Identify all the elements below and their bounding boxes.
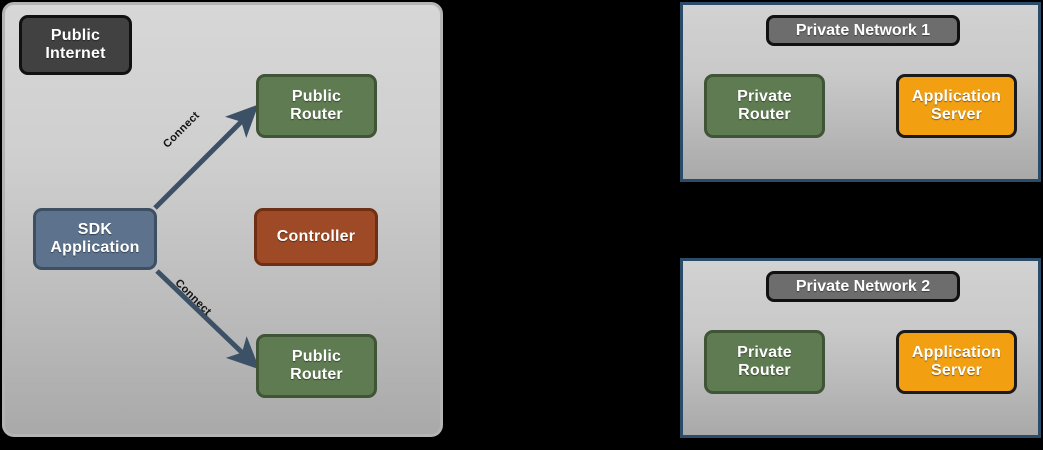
private-network-1-panel: Private Network 1 Private Router Applica… bbox=[680, 2, 1041, 182]
private-network-2-router-label-line2: Router bbox=[738, 362, 791, 379]
private-network-1-application-server-node[interactable]: Application Server bbox=[896, 74, 1017, 138]
public-router-bottom-label: Public Router bbox=[290, 348, 343, 384]
private-network-1-router-label-line2: Router bbox=[738, 106, 791, 123]
public-internet-badge-label-line1: Public bbox=[50, 27, 101, 45]
edge-label-connect-bottom: Connect bbox=[172, 277, 214, 319]
private-network-2-application-server-label-line1: Application bbox=[911, 344, 1002, 362]
public-internet-badge-label: Public Internet bbox=[45, 27, 105, 63]
public-router-bottom-node[interactable]: Public Router bbox=[256, 334, 377, 398]
private-network-1-application-server-label: Application Server bbox=[912, 88, 1001, 124]
sdk-application-label: SDK Application bbox=[50, 221, 139, 257]
edge-label-connect-top: Connect bbox=[161, 109, 203, 151]
public-router-top-label-line1: Public bbox=[291, 88, 342, 106]
private-network-2-router-node[interactable]: Private Router bbox=[704, 330, 825, 394]
private-network-2-title-badge: Private Network 2 bbox=[766, 271, 960, 302]
public-router-top-label-line2: Router bbox=[290, 106, 343, 123]
private-network-2-application-server-label-line2: Server bbox=[930, 362, 983, 379]
private-network-2-router-label: Private Router bbox=[737, 344, 792, 380]
private-network-1-application-server-label-line2: Server bbox=[930, 106, 983, 123]
public-router-top-node[interactable]: Public Router bbox=[256, 74, 377, 138]
private-network-2-title: Private Network 2 bbox=[795, 277, 931, 295]
private-network-1-router-label: Private Router bbox=[737, 88, 792, 124]
public-internet-panel: Public Internet Connect Connect SDK Appl… bbox=[2, 2, 443, 437]
private-network-1-router-label-line1: Private bbox=[737, 88, 792, 106]
private-network-1-title-badge: Private Network 1 bbox=[766, 15, 960, 46]
private-network-2-application-server-label: Application Server bbox=[912, 344, 1001, 380]
controller-node[interactable]: Controller bbox=[254, 208, 378, 266]
public-router-bottom-label-line1: Public bbox=[291, 348, 342, 366]
private-network-2-panel: Private Network 2 Private Router Applica… bbox=[680, 258, 1041, 438]
private-network-1-application-server-label-line1: Application bbox=[911, 88, 1002, 106]
controller-label: Controller bbox=[276, 228, 356, 246]
private-network-1-router-node[interactable]: Private Router bbox=[704, 74, 825, 138]
public-router-bottom-label-line2: Router bbox=[290, 366, 343, 383]
private-network-2-application-server-node[interactable]: Application Server bbox=[896, 330, 1017, 394]
edge-sdk-to-public-router-top bbox=[153, 104, 259, 210]
private-network-1-title: Private Network 1 bbox=[795, 21, 931, 39]
public-internet-badge-label-line2: Internet bbox=[45, 45, 106, 62]
public-router-top-label: Public Router bbox=[290, 88, 343, 124]
private-network-2-router-label-line1: Private bbox=[737, 344, 792, 362]
sdk-application-label-line1: SDK bbox=[77, 221, 113, 239]
sdk-application-node[interactable]: SDK Application bbox=[33, 208, 157, 270]
public-internet-badge: Public Internet bbox=[19, 15, 132, 75]
sdk-application-label-line2: Application bbox=[50, 239, 140, 256]
